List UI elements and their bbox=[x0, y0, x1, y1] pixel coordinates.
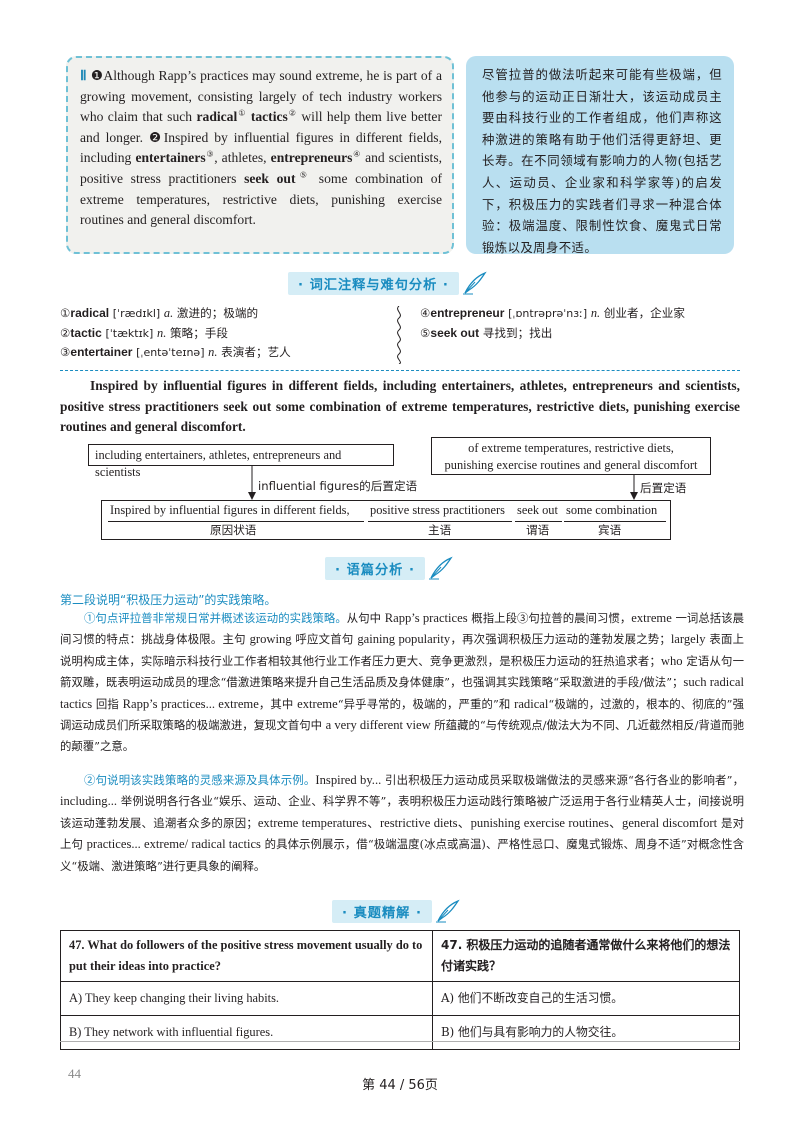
section-divider bbox=[60, 370, 740, 371]
option-a-cn: A) 他们不断改变自己的生活习惯。 bbox=[432, 981, 740, 1016]
quill-icon bbox=[435, 899, 460, 923]
page-footer: 第 44 / 56页 bbox=[362, 1078, 438, 1093]
diagram-box-left: including entertainers, athletes, entrep… bbox=[88, 444, 394, 479]
segment-predicate: seek out bbox=[517, 503, 558, 517]
question-cn: 47. 积极压力运动的追随者通常做什么来将他们的想法付诸实践？ bbox=[432, 930, 740, 982]
option-b-cn: B) 他们与具有影响力的人物交往。 bbox=[432, 1015, 740, 1050]
segment-object: some combination bbox=[566, 503, 658, 517]
vocab-item: ③entertainer [ˌentəˈteɪnə] n. 表演者；艺人 bbox=[60, 345, 291, 360]
passage-english: Ⅱ ❶Although Rapp’s practices may sound e… bbox=[66, 56, 454, 254]
vocab-item: ④entrepreneur [ˌɒntrəprəˈnɜː] n. 创业者，企业家 bbox=[420, 306, 685, 320]
diagram-box-right: of extreme temperatures, restrictive die… bbox=[431, 437, 711, 475]
diagram-box-right-line1: of extreme temperatures, restrictive die… bbox=[468, 441, 674, 455]
long-sentence: Inspired by influential figures in diffe… bbox=[60, 378, 740, 434]
question-en: 47. What do followers of the positive st… bbox=[60, 930, 433, 982]
discourse-p1-lead: ①句点评拉普非常规日常并概述该运动的实践策略。 bbox=[84, 611, 347, 625]
diagram-main-box bbox=[101, 500, 671, 540]
vocab-banner: · 词汇注释与难句分析 · bbox=[288, 271, 487, 295]
quill-icon bbox=[462, 271, 487, 295]
role-subject: 主语 bbox=[428, 523, 452, 537]
diagram-box-right-line2: punishing exercise routines and general … bbox=[444, 458, 698, 472]
option-b-en: B) They network with influential figures… bbox=[60, 1015, 433, 1050]
discourse-p2-lead: ②句说明该实践策略的灵感来源及具体示例。 bbox=[84, 773, 316, 787]
discourse-paragraph-1: ①句点评拉普非常规日常并概述该运动的实践策略。从句中 Rapp’s practi… bbox=[60, 608, 744, 758]
underline-predicate bbox=[515, 521, 562, 522]
role-object: 宾语 bbox=[598, 523, 622, 537]
segment-adverbial: Inspired by influential figures in diffe… bbox=[110, 503, 350, 517]
diagram-label-right: 后置定语 bbox=[640, 481, 687, 495]
exam-banner-label: · 真题精解 · bbox=[332, 899, 432, 923]
table-row: A) They keep changing their living habit… bbox=[60, 981, 740, 1016]
vocab-left-list: ①radical [ˈrædɪkl] a. 激进的；极端的 ②tactic [ˈ… bbox=[60, 304, 291, 363]
underline-adverbial bbox=[108, 521, 364, 522]
discourse-p1-body: 从句中 Rapp’s practices 概指上段③句拉普的晨间习惯，extre… bbox=[60, 611, 745, 754]
diagram-arrows bbox=[248, 466, 638, 500]
discourse-banner: · 语篇分析 · bbox=[325, 556, 453, 580]
role-adverbial: 原因状语 bbox=[210, 523, 257, 537]
vocab-divider-icon bbox=[397, 306, 401, 364]
underline-subject bbox=[368, 521, 512, 522]
vocab-item: ⑤seek out 寻找到；找出 bbox=[420, 325, 553, 340]
passage-chinese: 尽管拉普的做法听起来可能有些极端，但他参与的运动正日渐壮大，该运动成员主要由科技… bbox=[466, 56, 734, 255]
discourse-banner-label: · 语篇分析 · bbox=[325, 556, 425, 580]
bottom-divider bbox=[60, 1041, 740, 1042]
discourse-p2-body: Inspired by... 引出积极压力运动成员采取极端做法的灵感来源“各行各… bbox=[60, 773, 745, 873]
page-number: 44 bbox=[68, 1066, 81, 1081]
option-a-en: A) They keep changing their living habit… bbox=[60, 981, 433, 1016]
question-table: 47. What do followers of the positive st… bbox=[60, 930, 740, 1050]
segment-subject: positive stress practitioners bbox=[370, 503, 505, 517]
discourse-heading: 第二段说明“积极压力运动”的实践策略。 bbox=[60, 593, 277, 607]
discourse-paragraph-2: ②句说明该实践策略的灵感来源及具体示例。Inspired by... 引出积极压… bbox=[60, 770, 744, 877]
underline-object bbox=[564, 521, 666, 522]
vocab-banner-label: · 词汇注释与难句分析 · bbox=[288, 271, 459, 295]
diagram-box-left-text: including entertainers, athletes, entrep… bbox=[95, 448, 342, 479]
vocab-item: ②tactic [ˈtæktɪk] n. 策略；手段 bbox=[60, 325, 228, 340]
role-predicate: 谓语 bbox=[526, 523, 550, 537]
vocab-right-list: ④entrepreneur [ˌɒntrəprəˈnɜː] n. 创业者，企业家… bbox=[420, 304, 685, 343]
vocab-item: ①radical [ˈrædɪkl] a. 激进的；极端的 bbox=[60, 306, 259, 320]
exam-banner: · 真题精解 · bbox=[332, 899, 460, 923]
quill-icon bbox=[428, 556, 453, 580]
table-row: B) They network with influential figures… bbox=[60, 1015, 740, 1050]
table-row: 47. What do followers of the positive st… bbox=[60, 930, 740, 982]
paragraph-marker: Ⅱ bbox=[80, 68, 88, 83]
diagram-label-left: influential figures的后置定语 bbox=[258, 479, 418, 493]
